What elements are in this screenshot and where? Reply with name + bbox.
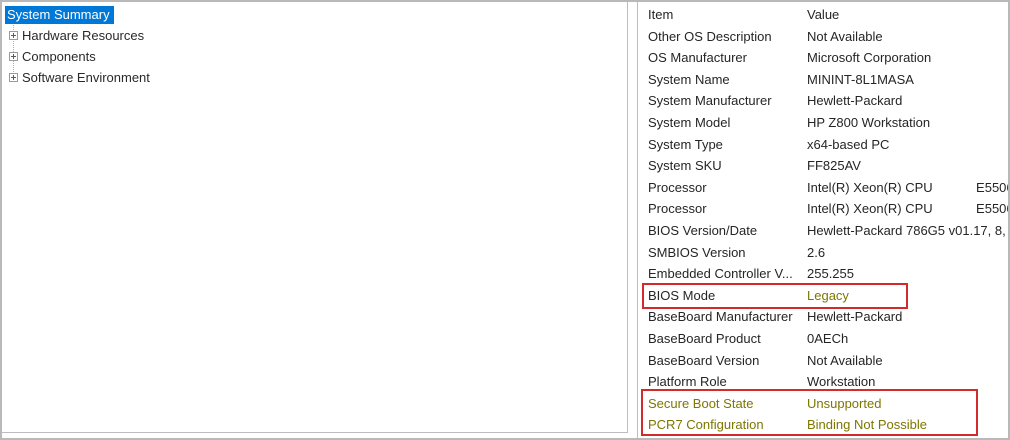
row-item-cell: BaseBoard Product [648,330,761,346]
row-item-cell: Other OS Description [648,28,772,44]
column-header-value[interactable]: Value [807,7,840,22]
row-item-cell: BaseBoard Manufacturer [648,309,793,325]
row-item-cell: System Type [648,136,723,152]
table-row[interactable]: BaseBoard Version Not Available [648,350,1008,372]
row-value-cell: Not Available [807,28,883,44]
tree-item-list: System Summary Hardware Resources Compon… [4,4,627,88]
expand-plus-icon[interactable] [9,31,18,40]
row-value-cell: Hewlett-Packard [807,309,903,325]
row-item-cell: Embedded Controller V... [648,266,793,282]
table-row[interactable]: System Model HP Z800 Workstation [648,112,1008,134]
table-row[interactable]: System SKU FF825AV [648,155,1008,177]
row-item-cell: PCR7 Configuration [648,417,764,433]
row-item-cell: System Model [648,114,731,130]
table-row[interactable]: BaseBoard Manufacturer Hewlett-Packard [648,306,1008,328]
row-value-cell: Unsupported [807,395,882,411]
row-item-cell: BIOS Mode [648,287,716,303]
expand-plus-icon[interactable] [9,52,18,61]
row-item-cell: OS Manufacturer [648,50,747,66]
table-row[interactable]: System Type x64-based PC [648,134,1008,156]
category-tree-pane: System Summary Hardware Resources Compon… [2,2,628,433]
tree-item-label: Hardware Resources [22,28,145,43]
row-value-cell: FF825AV [807,158,861,174]
row-value-cell: x64-based PC [807,136,890,152]
row-item-cell: System Name [648,71,730,87]
row-value-cell: Intel(R) Xeon(R) CPU E5506 [807,179,1008,195]
tree-item[interactable]: System Summary [4,4,627,25]
row-value-cell: Binding Not Possible [807,417,927,433]
table-row[interactable]: OS Manufacturer Microsoft Corporation [648,47,1008,69]
row-value-cell: 255.255 [807,266,854,282]
row-value-cell: Hewlett-Packard 786G5 v01.17, 8, [807,222,1006,238]
row-item-cell: BIOS Version/Date [648,222,758,238]
list-header-row: Item Value [648,4,1008,26]
table-row[interactable]: PCR7 Configuration Binding Not Possible [648,414,1008,436]
tree-item[interactable]: Hardware Resources [4,25,627,46]
table-row[interactable]: Processor Intel(R) Xeon(R) CPU E5506 [648,177,1008,199]
row-value-cell: Intel(R) Xeon(R) CPU E5506 [807,201,1008,217]
row-value-cell: 0AECh [807,330,849,346]
table-row[interactable]: Platform Role Workstation [648,371,1008,393]
row-item-cell: System SKU [648,158,722,174]
tree-connector-line [13,23,14,76]
row-item-cell: SMBIOS Version [648,244,746,260]
row-item-cell: Secure Boot State [648,395,754,411]
row-value-cell: Legacy [807,287,849,303]
table-row[interactable]: BIOS Mode Legacy [648,285,1008,307]
details-list-pane: Item Value Other OS Description Not Avai… [637,2,1008,438]
row-value-cell: 2.6 [807,244,826,260]
row-item-cell: BaseBoard Version [648,352,760,368]
table-row[interactable]: SMBIOS Version 2.6 [648,242,1008,264]
row-item-cell: System Manufacturer [648,93,772,109]
tree-item[interactable]: Components [4,46,627,67]
table-row[interactable]: BIOS Version/Date Hewlett-Packard 786G5 … [648,220,1008,242]
row-item-cell: Processor [648,179,707,195]
tree-item-label: System Summary [5,5,114,24]
row-value-cell: HP Z800 Workstation [807,114,931,130]
table-row[interactable]: Other OS Description Not Available [648,26,1008,48]
details-rows: Other OS Description Not Available OS Ma… [648,26,1008,436]
row-value-cell: Hewlett-Packard [807,93,903,109]
table-row[interactable]: System Name MININT-8L1MASA [648,69,1008,91]
row-value-cell: MININT-8L1MASA [807,71,914,87]
tree-item[interactable]: Software Environment [4,67,627,88]
tree-item-label: Components [22,49,96,64]
table-row[interactable]: Secure Boot State Unsupported [648,393,1008,415]
expand-plus-icon[interactable] [9,73,18,82]
table-row[interactable]: Processor Intel(R) Xeon(R) CPU E5506 [648,198,1008,220]
row-value-cell: Not Available [807,352,883,368]
tree-item-label: Software Environment [22,70,150,85]
row-value-cell: Workstation [807,374,876,390]
table-row[interactable]: BaseBoard Product 0AECh [648,328,1008,350]
table-row[interactable]: System Manufacturer Hewlett-Packard [648,90,1008,112]
row-item-cell: Platform Role [648,374,727,390]
row-value-cell: Microsoft Corporation [807,50,932,66]
column-header-item[interactable]: Item [648,7,674,22]
table-row[interactable]: Embedded Controller V... 255.255 [648,263,1008,285]
row-item-cell: Processor [648,201,707,217]
